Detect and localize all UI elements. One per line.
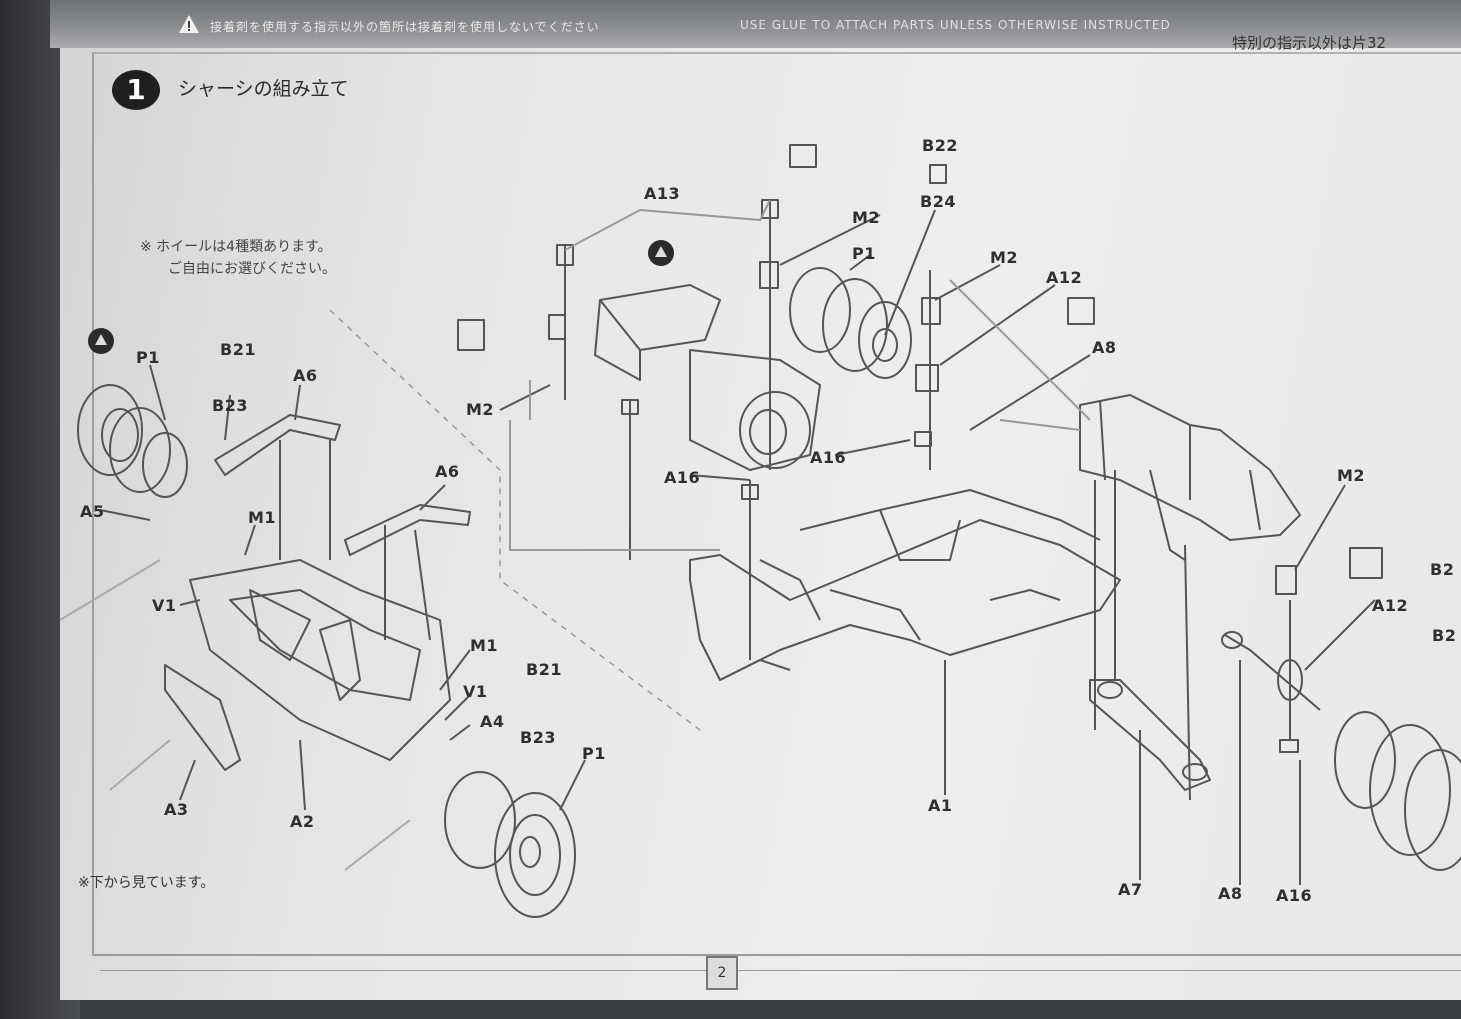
label-a12-right: A12 <box>1372 596 1409 615</box>
front-bumper-block <box>594 284 821 471</box>
instruction-note-right: 特別の指示以外は片32 <box>1232 34 1387 52</box>
left-rear-wheel <box>444 771 576 918</box>
warning-band: 接着剤を使用する指示以外の箇所は接着剤を使用しないでください USE GLUE … <box>50 0 1461 48</box>
label-b23-right: B23 <box>520 728 556 747</box>
wheel-note-line2: ご自由にお選びください。 <box>168 261 336 277</box>
label-m2-right: M2 <box>990 248 1019 267</box>
label-v1-right: V1 <box>463 682 488 701</box>
step-title: シャーシの組み立て <box>178 78 349 100</box>
label-b23-left: B23 <box>212 396 248 415</box>
left-a6-arm <box>214 414 341 476</box>
label-b2x: B2 <box>1430 560 1455 579</box>
label-a16-left: A16 <box>664 468 701 487</box>
instruction-sheet <box>60 0 1461 1000</box>
page-rule <box>100 970 1461 971</box>
rear-frame <box>1079 394 1301 561</box>
top-wheel <box>789 267 912 379</box>
marker-a-top <box>648 240 674 266</box>
warning-text-jp: 接着剤を使用する指示以外の箇所は接着剤を使用しないでください <box>210 20 600 34</box>
left-chassis <box>189 559 451 761</box>
rear-axle-a7 <box>1089 679 1211 791</box>
label-a3: A3 <box>164 800 189 819</box>
view-divider <box>329 309 701 731</box>
label-v1-left: V1 <box>152 596 177 615</box>
label-a6-mid: A6 <box>435 462 460 481</box>
left-front-wheel <box>77 384 188 498</box>
label-p1-right: P1 <box>582 744 606 763</box>
label-a8-bottom: A8 <box>1218 884 1243 903</box>
a3-part <box>164 664 241 771</box>
label-b2y: B2 <box>1432 626 1457 645</box>
label-a7: A7 <box>1118 880 1143 899</box>
mid-a6-arm <box>344 504 471 556</box>
bottom-view-note: ※下から見ています。 <box>78 875 215 891</box>
label-b21-right: B21 <box>526 660 562 679</box>
right-wheel <box>1334 711 1461 871</box>
step-number-badge: 1 <box>112 70 160 110</box>
warning-icon <box>179 15 199 33</box>
label-a4: A4 <box>480 712 505 731</box>
label-m1-left: M1 <box>248 508 277 527</box>
label-b24: B24 <box>920 192 956 211</box>
label-a5: A5 <box>80 502 105 521</box>
main-chassis-plate <box>689 489 1121 681</box>
label-a8-top: A8 <box>1092 338 1117 357</box>
label-p1-top: P1 <box>852 244 876 263</box>
label-b21-left: B21 <box>220 340 256 359</box>
label-b22: B22 <box>922 136 958 155</box>
label-m2-left: M2 <box>466 400 495 419</box>
label-m2-far-right: M2 <box>1337 466 1366 485</box>
label-a16-mid: A16 <box>810 448 847 467</box>
label-a6-left-top: A6 <box>293 366 318 385</box>
warning-text-en: USE GLUE TO ATTACH PARTS UNLESS OTHERWIS… <box>740 18 1171 32</box>
label-a1: A1 <box>928 796 953 815</box>
label-a12-top: A12 <box>1046 268 1083 287</box>
page-number: 2 <box>706 956 738 990</box>
label-a13: A13 <box>644 184 681 203</box>
label-m1-right: M1 <box>470 636 499 655</box>
wheel-note: ※ ホイールは4種類あります。 ご自由にお選びください。 <box>140 236 336 280</box>
label-p1-left: P1 <box>136 348 160 367</box>
marker-a-left <box>88 328 114 354</box>
label-m2-top: M2 <box>852 208 881 227</box>
wheel-note-line1: ※ ホイールは4種類あります。 <box>140 239 332 255</box>
label-a16-bottom: A16 <box>1276 886 1313 905</box>
step-frame <box>92 52 1461 956</box>
label-a2: A2 <box>290 812 315 831</box>
